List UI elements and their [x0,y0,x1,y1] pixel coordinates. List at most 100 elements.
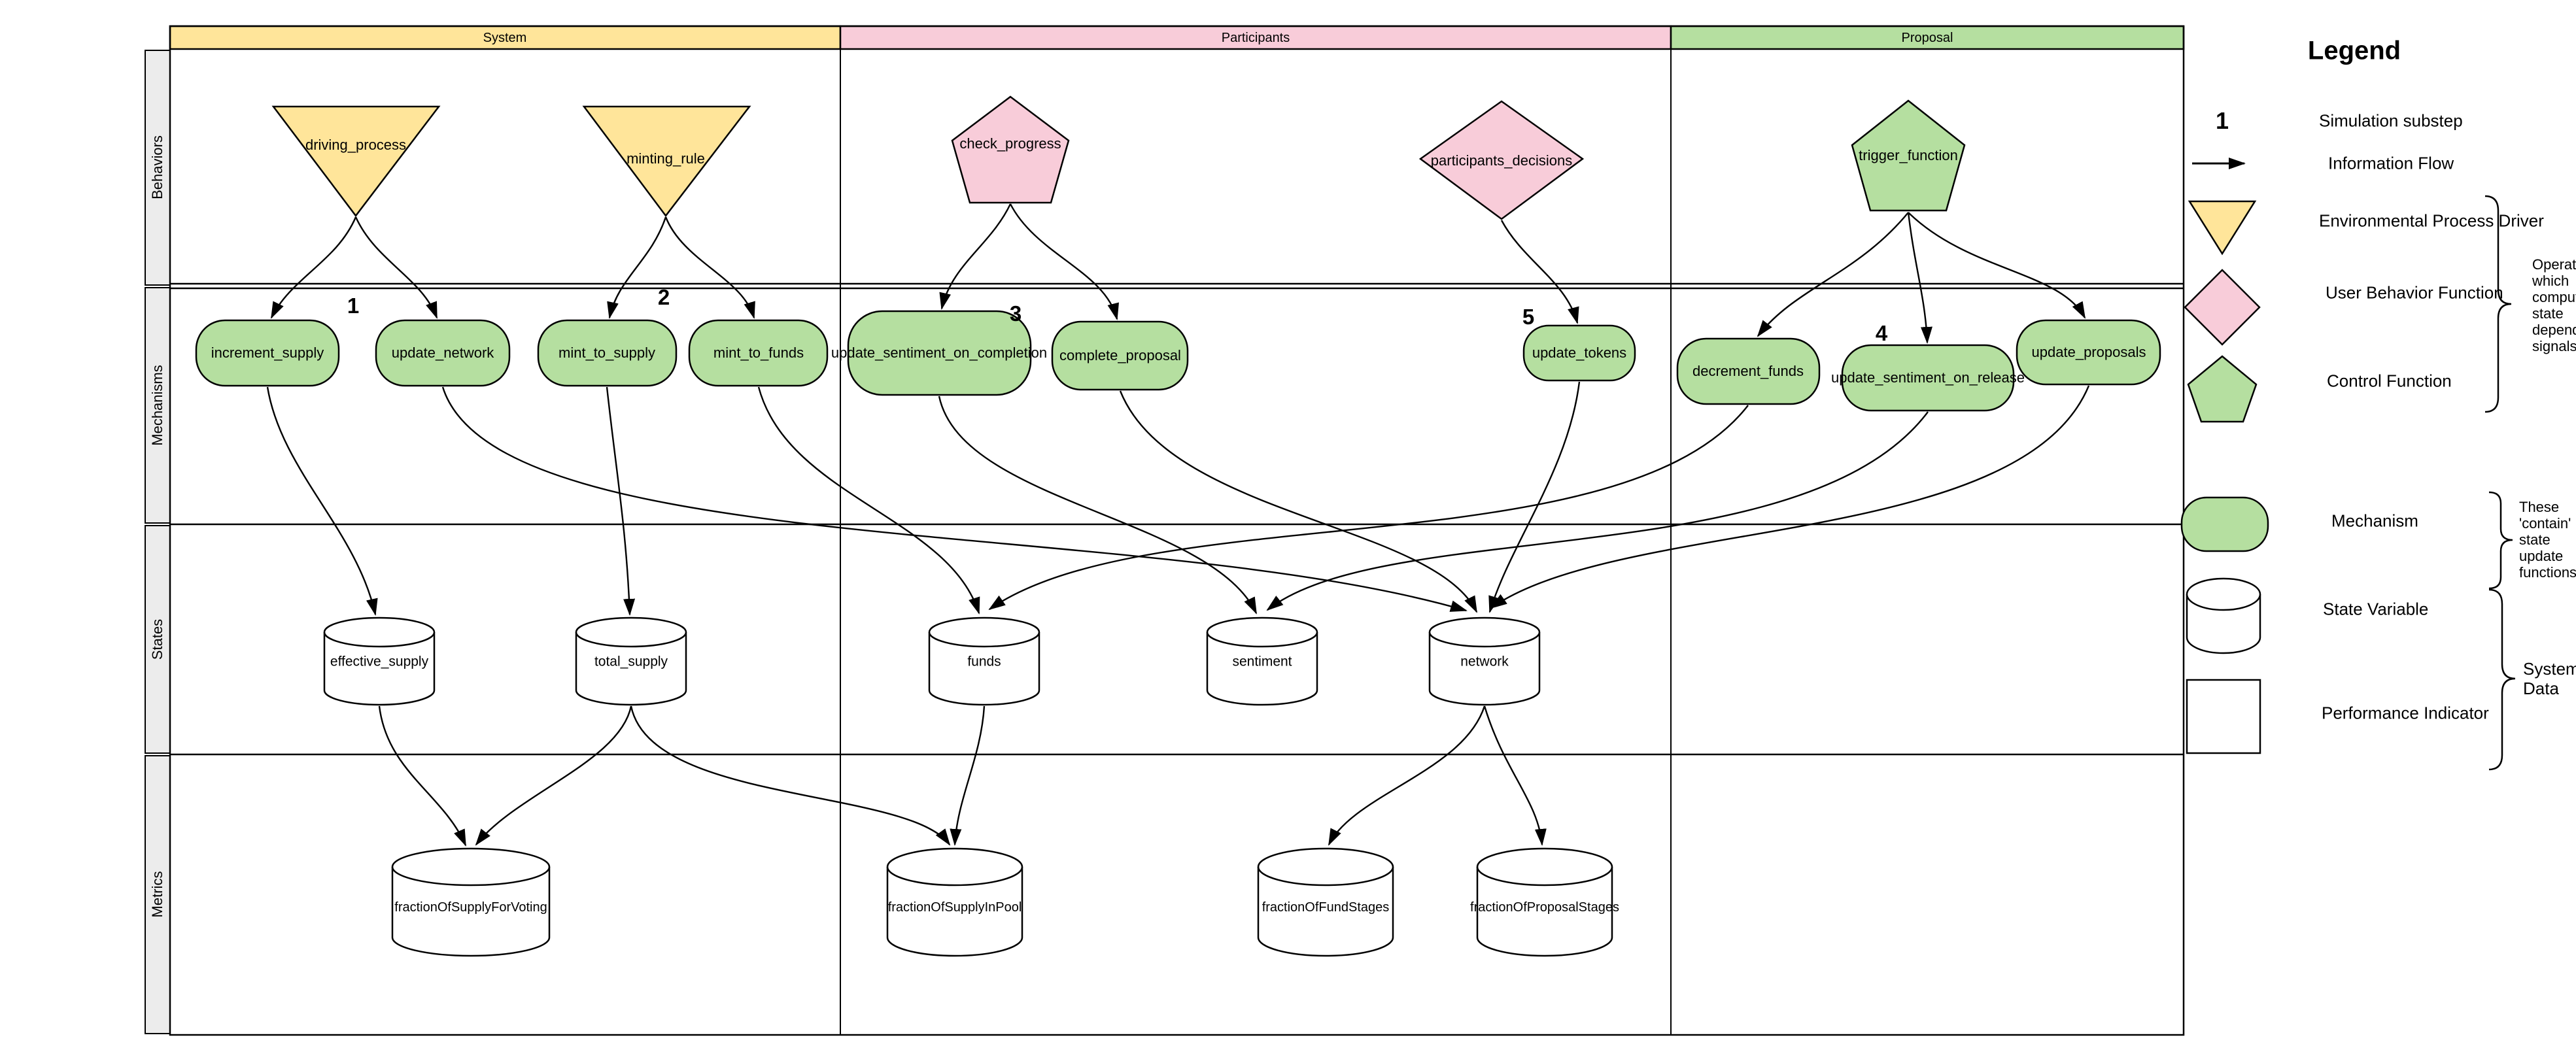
metric-nodes [391,847,1613,957]
label-participants_decisions: participants_decisions [1430,152,1573,169]
node-decrement_funds[interactable] [1676,337,1821,405]
legend-pill-icon [2180,496,2269,552]
node-update_sentiment_on_completion[interactable] [847,310,1032,396]
node-increment_supply[interactable] [195,319,340,387]
lane-box-mechanisms[interactable] [145,287,171,524]
edge-update_sentiment_on_completion-sentiment [938,396,1258,615]
label-total_supply: total_supply [594,654,668,669]
edge-participants_decisions-update_tokens [1500,220,1579,324]
node-complete_proposal[interactable] [1051,320,1189,391]
label-trigger_function: trigger_function [1859,146,1958,163]
substep-2: 2 [657,284,670,309]
label-update_tokens: update_tokens [1532,344,1627,361]
legend-label-user-behavior: User Behavior Function [2326,282,2503,303]
lane-label-behaviors: Behaviors [149,135,165,199]
label-complete_proposal: complete_proposal [1059,346,1181,363]
edge-trigger_function-update_sentiment_on_release [1907,212,1932,344]
substep-5: 5 [1522,304,1535,329]
node-network[interactable] [1428,616,1541,706]
header-label-proposal: Proposal [1901,31,1953,45]
edge-network-fractionOfFundStages [1328,705,1486,846]
lane-label-metrics: Metrics [149,871,165,918]
label-fractionOfSupplyForVoting: fractionOfSupplyForVoting [394,900,547,915]
legend-label-mechanism: Mechanism [2331,511,2418,531]
edge-total_supply-fractionOfSupplyInPool [630,705,951,846]
label-fractionOfSupplyInPool: fractionOfSupplyInPool [887,900,1022,915]
legend-annotation-signals: Operators which compute state dependent … [2532,256,2576,354]
legend-title: Legend [2307,36,2401,65]
label-effective_supply: effective_supply [330,654,429,669]
legend-triangle-icon [2188,200,2257,256]
legend-square-icon [2186,679,2261,754]
node-total_supply[interactable] [575,616,687,706]
edge-decrement_funds-funds [988,405,1749,611]
node-update_proposals[interactable] [2016,319,2161,386]
label-network: network [1460,654,1509,669]
edge-minting_rule-mint_to_funds [664,216,755,319]
substep-1: 1 [347,293,360,318]
edge-increment_supply-effective_supply [266,386,378,616]
mechanism-nodes [195,310,2161,412]
legend-label-simulation-substep: Simulation substep [2319,110,2463,131]
header-label-system: System [483,31,527,45]
node-effective_supply[interactable] [323,616,436,706]
label-fractionOfProposalStages: fractionOfProposalStages [1470,900,1619,915]
node-update_sentiment_on_release[interactable] [1841,344,2015,412]
lane-box-states[interactable] [145,525,171,754]
lane-label-states: States [149,618,165,660]
edge-network-fractionOfProposalStages [1483,705,1547,846]
node-fractionOfFundStages[interactable] [1257,847,1394,957]
node-update_network[interactable] [375,319,511,387]
edge-update_tokens-network [1488,381,1581,613]
behavior-nodes [271,95,1966,220]
label-mint_to_funds: mint_to_funds [713,344,804,361]
node-fractionOfSupplyInPool[interactable] [886,847,1023,957]
node-sentiment[interactable] [1206,616,1318,706]
node-mint_to_supply[interactable] [537,319,678,387]
edge-minting_rule-mint_to_supply [607,216,667,319]
substep-3: 3 [1009,301,1022,326]
legend-diamond-icon [2184,269,2261,346]
node-update_tokens[interactable] [1522,324,1636,382]
header-label-participants: Participants [1221,31,1290,45]
swimlane-frame [145,25,2185,1036]
node-check_progress[interactable] [951,95,1070,204]
label-minting_rule: minting_rule [627,150,705,167]
node-fractionOfProposalStages[interactable] [1476,847,1613,957]
node-trigger_function[interactable] [1851,99,1966,212]
node-mint_to_funds[interactable] [688,319,829,387]
edge-complete_proposal-network [1119,390,1478,613]
legend-annotation-system-data: System Data [2523,659,2576,698]
label-funds: funds [967,654,1001,669]
label-update_sentiment_on_release: update_sentiment_on_release [1830,369,2025,386]
node-driving_process[interactable] [271,105,441,218]
edge-update_sentiment_on_release-sentiment [1266,411,1929,611]
node-funds[interactable] [928,616,1040,706]
label-driving_process: driving_process [305,136,407,153]
edge-check_progress-update_sentiment_on_completion [939,203,1012,310]
header-cell-participants[interactable] [839,25,1672,50]
edge-mint_to_funds-funds [757,386,980,615]
label-decrement_funds: decrement_funds [1692,362,1804,379]
substep-4: 4 [1875,320,1888,345]
legend-label-information-flow: Information Flow [2328,153,2454,173]
label-fractionOfFundStages: fractionOfFundStages [1262,900,1390,915]
edge-funds-fractionOfSupplyInPool [950,705,986,846]
label-update_network: update_network [391,344,494,361]
label-update_sentiment_on_completion: update_sentiment_on_completion [831,344,1048,361]
label-sentiment: sentiment [1232,654,1292,669]
edge-trigger_function-update_proposals [1908,212,2086,319]
edge-mint_to_supply-total_supply [606,386,636,616]
state-nodes [323,616,1541,706]
legend-annotation-mechanism: These 'contain' state update functions [2519,499,2576,581]
label-check_progress: check_progress [959,135,1061,152]
edge-trigger_function-decrement_funds [1757,212,1909,337]
node-fractionOfSupplyForVoting[interactable] [391,847,551,957]
lane-box-metrics[interactable] [145,755,171,1034]
node-minting_rule[interactable] [582,105,751,218]
legend-label-performance-indicator: Performance Indicator [2322,703,2489,723]
node-participants_decisions[interactable] [1418,100,1585,220]
legend-brace-signals [2484,195,2512,413]
